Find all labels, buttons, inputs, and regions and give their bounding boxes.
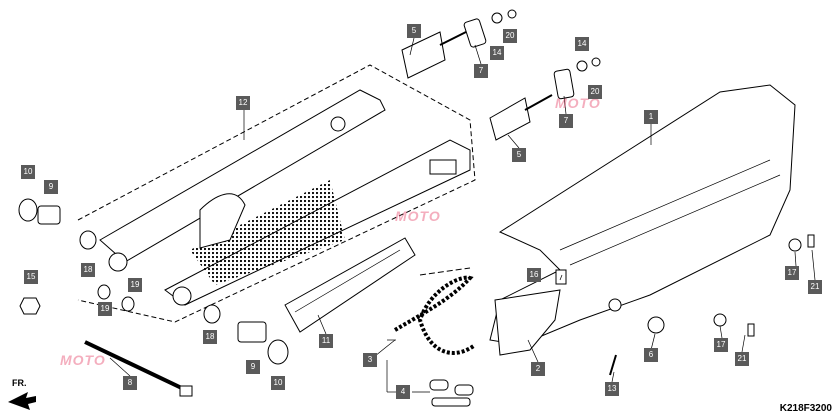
callout-10[interactable]: 10 — [21, 165, 35, 179]
callout-19[interactable]: 19 — [98, 302, 112, 316]
callout-8[interactable]: 8 — [123, 376, 137, 390]
callout-14[interactable]: 14 — [490, 46, 504, 60]
callout-18[interactable]: 18 — [81, 263, 95, 277]
callout-14[interactable]: 14 — [575, 37, 589, 51]
master-link-drawing — [429, 379, 474, 407]
callout-9[interactable]: 9 — [246, 360, 260, 374]
callout-1[interactable]: 1 — [644, 110, 658, 124]
callout-10[interactable]: 10 — [271, 376, 285, 390]
callout-20[interactable]: 20 — [588, 85, 602, 99]
drive-chain-drawing — [393, 275, 477, 355]
callout-16[interactable]: 16 — [527, 268, 541, 282]
adjuster-plate-top-drawing — [401, 31, 446, 79]
callout-4[interactable]: 4 — [396, 385, 410, 399]
callout-11[interactable]: 11 — [319, 334, 333, 348]
callout-17[interactable]: 17 — [714, 338, 728, 352]
swingarm-drawing — [77, 64, 476, 323]
watermark-logo: MOTO — [60, 352, 106, 368]
callout-12[interactable]: 12 — [236, 96, 250, 110]
callout-7[interactable]: 7 — [474, 64, 488, 78]
callout-21[interactable]: 21 — [808, 280, 822, 294]
watermark-logo: MOTO — [395, 208, 441, 224]
callout-5[interactable]: 5 — [512, 148, 526, 162]
callout-13[interactable]: 13 — [605, 382, 619, 396]
callout-6[interactable]: 6 — [644, 348, 658, 362]
watermark-logo: MOTO — [555, 95, 601, 111]
callout-2[interactable]: 2 — [531, 362, 545, 376]
callout-20[interactable]: 20 — [503, 29, 517, 43]
adjuster-plate-mid-drawing — [489, 97, 531, 141]
callout-3[interactable]: 3 — [363, 353, 377, 367]
callout-17[interactable]: 17 — [785, 266, 799, 280]
callout-19[interactable]: 19 — [128, 278, 142, 292]
callout-21[interactable]: 21 — [735, 352, 749, 366]
callout-7[interactable]: 7 — [559, 114, 573, 128]
lower-guard-drawing — [494, 289, 561, 356]
chain-slider-drawing — [284, 237, 416, 333]
callout-18[interactable]: 18 — [203, 330, 217, 344]
callout-5[interactable]: 5 — [407, 24, 421, 38]
callout-9[interactable]: 9 — [44, 180, 58, 194]
front-direction-label: FR. — [12, 378, 27, 388]
callout-15[interactable]: 15 — [24, 270, 38, 284]
diagram-code: K218F3200 — [779, 403, 832, 414]
